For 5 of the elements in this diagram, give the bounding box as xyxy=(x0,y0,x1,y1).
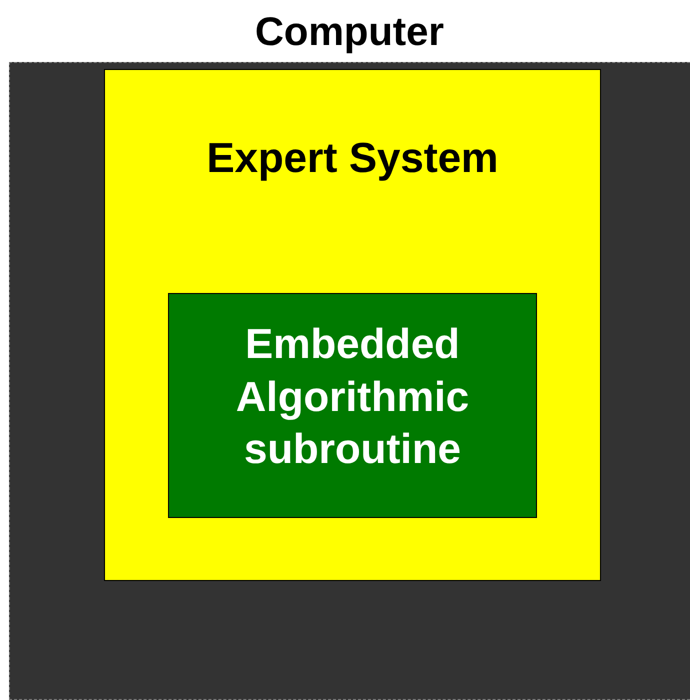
expert-system-box xyxy=(104,69,601,581)
heading: Computer xyxy=(254,10,445,55)
subroutine-box xyxy=(168,293,537,518)
box-label: Expert System xyxy=(206,133,500,183)
box-label: Embedded Algorithmic subroutine xyxy=(234,319,470,474)
